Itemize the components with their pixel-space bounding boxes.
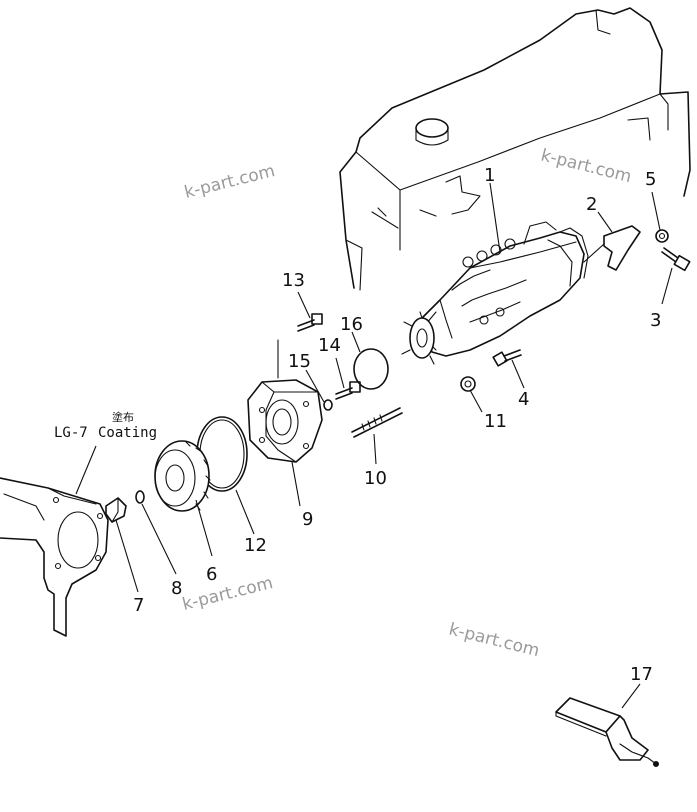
callout-11: 11 bbox=[484, 411, 507, 432]
note-code: LG-7 bbox=[54, 425, 88, 441]
callout-1: 1 bbox=[484, 165, 495, 186]
watermark: k-part.com bbox=[182, 161, 277, 203]
washer-15 bbox=[323, 399, 333, 411]
coating-note: 塗布 LG-7 Coating bbox=[54, 410, 157, 441]
gear-6 bbox=[154, 440, 211, 512]
leader-lines bbox=[75, 182, 673, 709]
callout-14: 14 bbox=[318, 335, 341, 356]
adapter-housing bbox=[247, 339, 323, 463]
callout-7: 7 bbox=[133, 595, 144, 616]
note-text: Coating bbox=[98, 425, 157, 441]
o-ring-16 bbox=[353, 348, 389, 390]
tool-17 bbox=[555, 697, 659, 767]
bolt-13 bbox=[297, 313, 323, 332]
bolt-3 bbox=[661, 247, 691, 272]
nut-11 bbox=[460, 376, 476, 392]
callout-10: 10 bbox=[364, 468, 387, 489]
watermark: k-part.com bbox=[539, 145, 634, 187]
callout-labels: 1 2 3 4 5 6 7 8 9 10 11 12 13 14 15 16 1… bbox=[133, 165, 661, 685]
callout-3: 3 bbox=[650, 310, 661, 331]
fuel-injection-pump bbox=[401, 221, 589, 365]
front-cover bbox=[0, 477, 109, 637]
watermark: k-part.com bbox=[180, 573, 275, 615]
washer-8 bbox=[135, 490, 145, 504]
callout-2: 2 bbox=[586, 194, 597, 215]
callout-12: 12 bbox=[244, 535, 267, 556]
watermark: k-part.com bbox=[447, 619, 542, 661]
callout-15: 15 bbox=[288, 351, 311, 372]
bolt-14 bbox=[335, 381, 361, 400]
callout-13: 13 bbox=[282, 270, 305, 291]
callout-5: 5 bbox=[645, 169, 656, 190]
bolt-4 bbox=[492, 349, 522, 367]
note-japanese: 塗布 bbox=[112, 410, 134, 424]
callout-6: 6 bbox=[206, 564, 217, 585]
nut-5 bbox=[655, 229, 669, 243]
callout-17: 17 bbox=[630, 664, 653, 685]
callout-8: 8 bbox=[171, 578, 182, 599]
callout-4: 4 bbox=[518, 389, 529, 410]
stud-10 bbox=[351, 407, 403, 438]
sleeve-7 bbox=[105, 497, 127, 523]
engine-block bbox=[339, 7, 691, 291]
callout-16: 16 bbox=[340, 314, 363, 335]
bracket bbox=[583, 225, 641, 271]
callout-9: 9 bbox=[302, 509, 313, 530]
